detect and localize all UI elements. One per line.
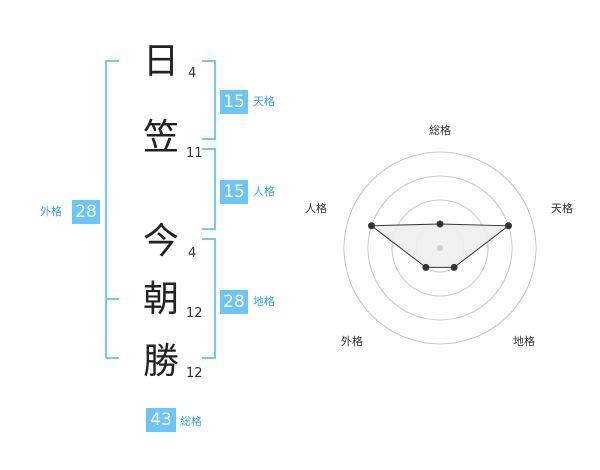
- name-char-3: 今: [142, 221, 179, 262]
- stroke-count-3: 4: [188, 246, 197, 261]
- radar-label-gaikaku: 外格: [341, 335, 363, 348]
- radar-center-dot: [437, 245, 443, 251]
- stroke-count-2: 11: [186, 146, 203, 161]
- name-char-2: 笠: [142, 117, 179, 158]
- chikaku-value: 28: [220, 290, 248, 314]
- radar-label-soukaku: 総格: [429, 124, 451, 137]
- radar-point-tenkaku: [504, 222, 512, 230]
- gaikaku-value: 28: [72, 200, 100, 224]
- radar-grid-ring: [343, 151, 537, 345]
- soukaku-value: 43: [146, 408, 176, 432]
- jinkaku-value: 15: [220, 180, 248, 204]
- jinkaku-label: 人格: [253, 185, 275, 198]
- name-char-4: 朝: [142, 279, 179, 320]
- soukaku-label: 総格: [180, 415, 202, 428]
- radar-grid-ring: [367, 175, 513, 321]
- radar-point-gaikaku: [422, 263, 430, 271]
- chikaku-label: 地格: [253, 295, 275, 308]
- radar-point-soukaku: [436, 220, 444, 228]
- radar-label-tenkaku: 天格: [551, 202, 573, 215]
- radar-label-jinkaku: 人格: [305, 202, 327, 215]
- radar-label-chikaku: 地格: [513, 335, 535, 348]
- name-char-5: 勝: [142, 341, 179, 382]
- stroke-count-1: 4: [188, 66, 197, 81]
- name-char-1: 日: [142, 41, 179, 82]
- tenkaku-value: 15: [220, 90, 248, 114]
- radar-grid-ring: [391, 199, 489, 297]
- gaikaku-label: 外格: [40, 205, 62, 218]
- stroke-count-4: 12: [186, 306, 203, 321]
- stroke-count-5: 12: [186, 366, 203, 381]
- radar-point-jinkaku: [368, 222, 376, 230]
- fortune-radar-chart: [343, 151, 537, 345]
- radar-point-chikaku: [450, 263, 458, 271]
- tenkaku-label: 天格: [253, 95, 275, 108]
